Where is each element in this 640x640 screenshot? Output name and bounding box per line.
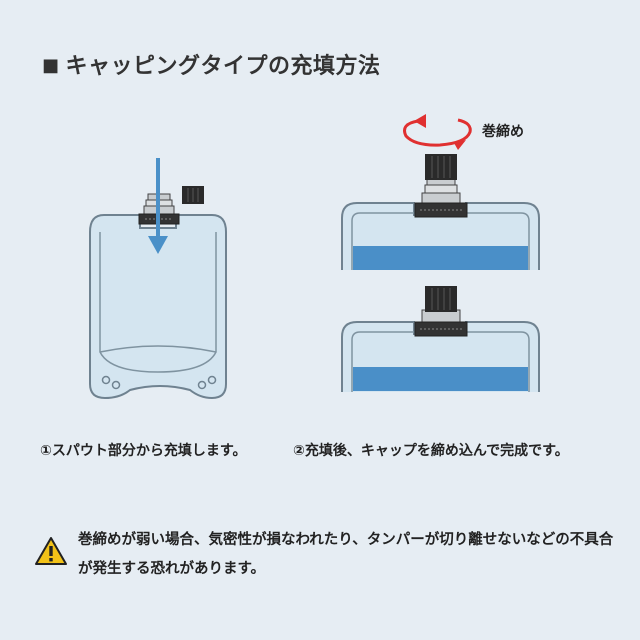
rotate-arrow-icon <box>403 114 472 150</box>
pouch-bottom-dot <box>111 380 121 390</box>
filling-diagram <box>89 114 540 400</box>
page-title: ■キャッピングタイプの充填方法 <box>42 48 381 80</box>
pouch-bottom-curve <box>99 345 217 353</box>
cap-beside <box>182 186 204 204</box>
step2-caption: ②充填後、キャップを締め込んで完成です。 <box>293 443 569 459</box>
rotate-label: 巻締め <box>482 124 524 140</box>
step2-capping-illustration <box>341 114 540 270</box>
spout <box>414 177 468 218</box>
pouch-inner-line <box>99 232 217 373</box>
pouch-bottom-dot <box>207 375 217 385</box>
pouch-inner-line <box>351 331 530 392</box>
step1-pouch-illustration <box>89 158 227 400</box>
step1-caption: ①スパウト部分から充填します。 <box>40 443 247 459</box>
step2-capped-illustration <box>341 286 540 392</box>
warning-triangle-icon <box>34 536 68 570</box>
pouch-body <box>89 214 227 400</box>
liquid-level <box>353 246 528 270</box>
pouch-bottom-dot <box>197 380 207 390</box>
fill-arrow-icon <box>148 158 168 254</box>
warning-text: 巻締めが弱い場合、気密性が損なわれたり、タンパーが切り離せないなどの不具合が発生… <box>78 532 614 577</box>
pouch-inner-line <box>351 212 530 270</box>
title-text: キャッピングタイプの充填方法 <box>65 54 381 79</box>
cap <box>425 154 457 180</box>
spout <box>414 309 468 337</box>
cap <box>425 286 457 312</box>
title-marker: ■ <box>42 55 60 76</box>
pouch-bottom-dot <box>101 375 111 385</box>
liquid-level <box>353 367 528 391</box>
